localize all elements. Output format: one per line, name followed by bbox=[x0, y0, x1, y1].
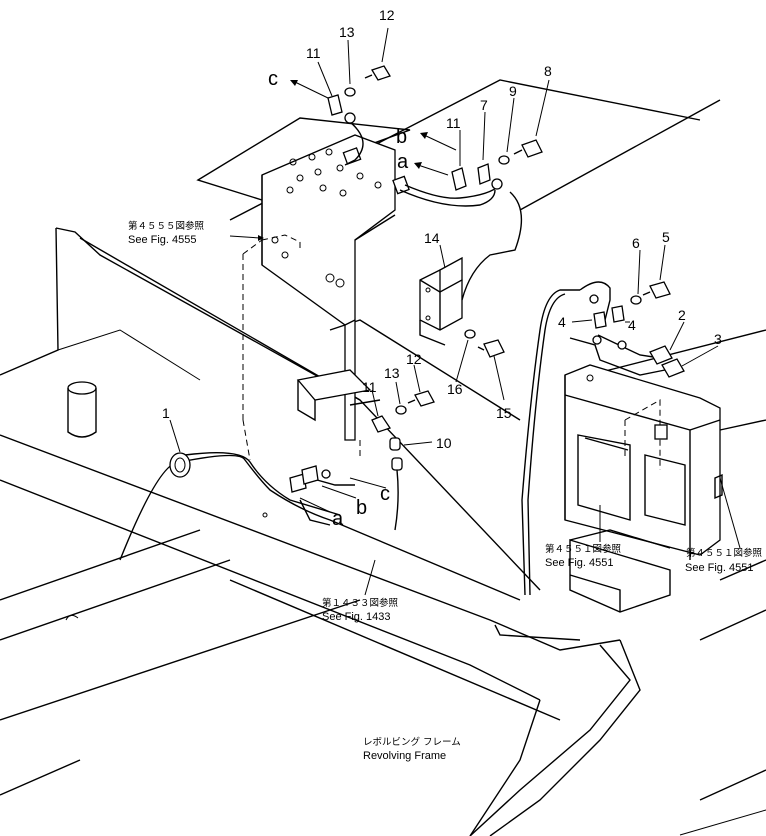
leader-lines bbox=[169, 27, 741, 596]
callout-11-top: 11 bbox=[306, 45, 321, 61]
relay-14 bbox=[419, 256, 463, 346]
callout-numbers: 1 2 3 4 4 5 6 7 8 9 10 11 11 11 12 12 13… bbox=[162, 7, 722, 451]
mounting-bracket bbox=[196, 117, 411, 461]
revolving-frame bbox=[0, 79, 766, 836]
letter-c-top: c bbox=[268, 68, 278, 90]
frame-label-en: Revolving Frame bbox=[363, 750, 446, 762]
ref-4555-jp: 第４５５５図参照 bbox=[128, 220, 205, 232]
callout-2: 2 bbox=[678, 307, 686, 323]
letter-b-bottom: b bbox=[356, 497, 367, 519]
callout-4-left: 4 bbox=[558, 314, 566, 330]
connection-letters: c b a c b a bbox=[268, 68, 409, 530]
callout-11-right: 11 bbox=[446, 115, 461, 131]
ref-1433-en: See Fig. 1433 bbox=[322, 611, 391, 623]
callout-9: 9 bbox=[509, 83, 517, 99]
ref-4551b-en: See Fig. 4551 bbox=[685, 562, 754, 574]
ref-4551b-jp: 第４５５１図参照 bbox=[686, 547, 763, 559]
callout-13-top: 13 bbox=[339, 24, 355, 40]
controller-box bbox=[564, 364, 723, 613]
wire-harness bbox=[119, 117, 666, 601]
letter-a-top: a bbox=[397, 151, 409, 173]
callout-3: 3 bbox=[714, 331, 722, 347]
letter-b-top: b bbox=[396, 126, 407, 148]
figure-references: 第４５５５図参照 See Fig. 4555 第１４３３図参照 See Fig.… bbox=[128, 220, 763, 762]
frame-label-jp: レボルビング フレーム bbox=[363, 736, 461, 748]
hardware bbox=[289, 65, 685, 493]
callout-10: 10 bbox=[436, 435, 452, 451]
callout-4-right: 4 bbox=[628, 317, 636, 333]
base-plate bbox=[296, 369, 381, 422]
callout-7: 7 bbox=[480, 97, 488, 113]
ref-4551a-jp: 第４５５１図参照 bbox=[545, 543, 622, 555]
letter-c-bottom: c bbox=[380, 483, 390, 505]
callout-5: 5 bbox=[662, 229, 670, 245]
letter-a-bottom: a bbox=[332, 508, 344, 530]
grommet-1 bbox=[169, 452, 191, 478]
callout-11-lower: 11 bbox=[362, 379, 377, 395]
callout-13-lower: 13 bbox=[384, 365, 400, 381]
callout-12-lower: 12 bbox=[406, 351, 422, 367]
bracket-holes bbox=[271, 148, 382, 288]
callout-16: 16 bbox=[447, 381, 463, 397]
callout-14: 14 bbox=[424, 230, 440, 246]
callout-1: 1 bbox=[162, 405, 170, 421]
callout-12-top: 12 bbox=[379, 7, 395, 23]
ref-1433-jp: 第１４３３図参照 bbox=[322, 597, 399, 609]
ref-4551a-en: See Fig. 4551 bbox=[545, 557, 614, 569]
callout-15: 15 bbox=[496, 405, 512, 421]
callout-8: 8 bbox=[544, 63, 552, 79]
ref-4555-en: See Fig. 4555 bbox=[128, 234, 197, 246]
callout-6: 6 bbox=[632, 235, 640, 251]
